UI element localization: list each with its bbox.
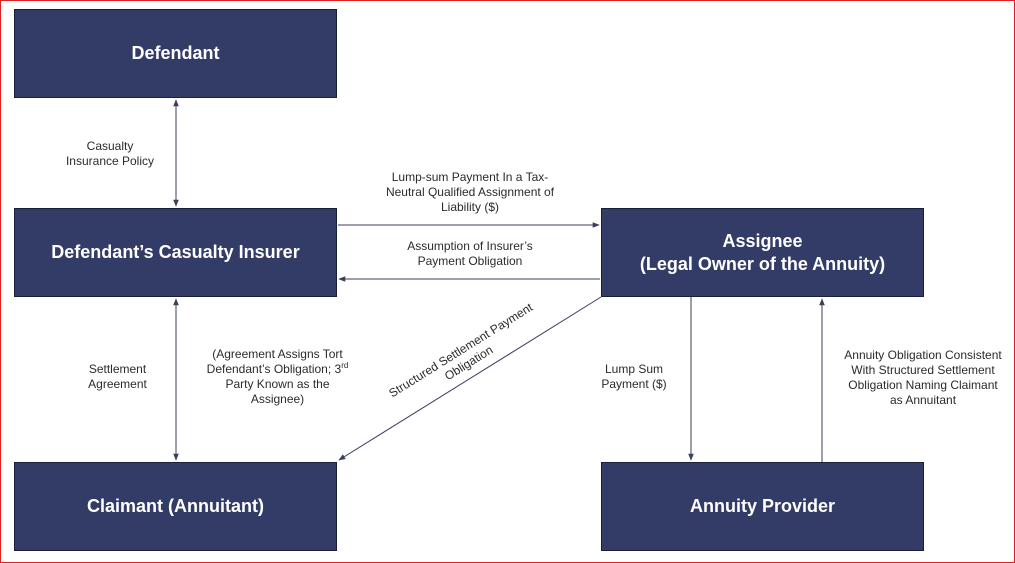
defendant-box: Defendant: [14, 9, 337, 98]
lump-sum-qualified-label: Lump-sum Payment In a Tax- Neutral Quali…: [385, 170, 555, 214]
defendant-label: Defendant: [131, 43, 220, 64]
claimant-label: Claimant (Annuitant): [87, 496, 264, 517]
annuity-obligation-label: Annuity Obligation Consistent With Struc…: [844, 348, 1002, 407]
settlement-agreement-label: Settlement Agreement: [88, 362, 147, 391]
claimant-box: Claimant (Annuitant): [14, 462, 337, 551]
annuity-provider-box: Annuity Provider: [601, 462, 924, 551]
structured-obligation-arrow: [338, 296, 602, 461]
assignee-title: Assignee: [722, 231, 803, 251]
lump-sum-payment-label: Lump Sum Payment ($): [601, 362, 667, 391]
casualty-insurer-box: Defendant’s Casualty Insurer: [14, 208, 337, 297]
assignee-box: Assignee (Legal Owner of the Annuity): [601, 208, 924, 297]
casualty-policy-label: Casualty Insurance Policy: [65, 139, 155, 168]
agreement-assigns-label: (Agreement Assigns Tort Defendant’s Obli…: [206, 347, 349, 406]
assumption-label: Assumption of Insurer’s Payment Obligati…: [407, 239, 533, 268]
assignee-subtitle: (Legal Owner of the Annuity): [639, 253, 886, 274]
annuity-provider-label: Annuity Provider: [689, 496, 836, 517]
casualty-insurer-label: Defendant’s Casualty Insurer: [51, 242, 300, 263]
